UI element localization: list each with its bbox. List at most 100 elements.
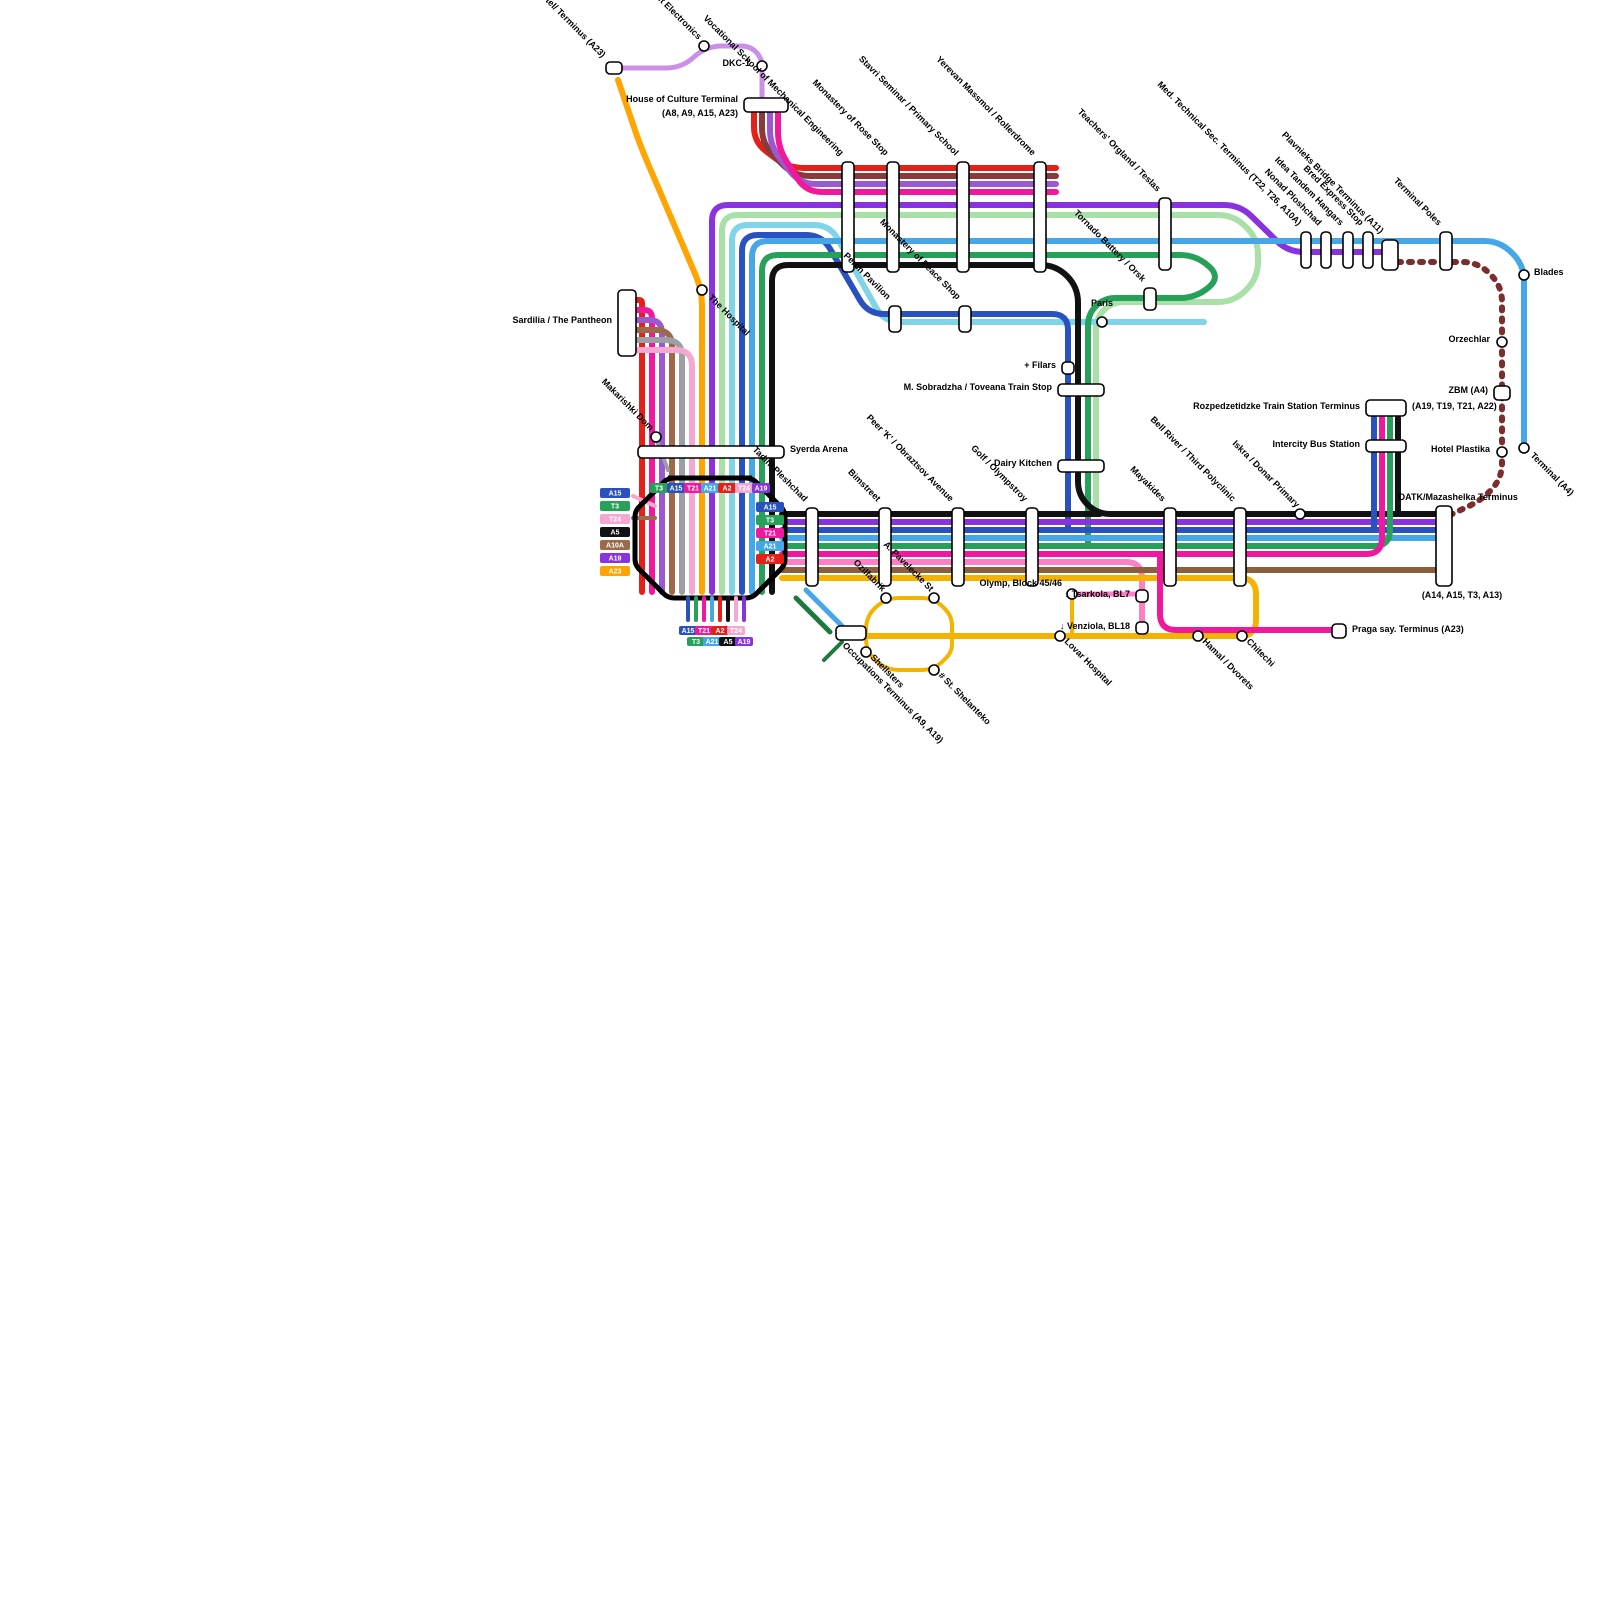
route-tag-label: T24 [738, 486, 750, 493]
station-marker-tick-nonad [1320, 231, 1332, 269]
route-line-dkc-violet [611, 43, 765, 101]
route-tag-label: T24 [609, 517, 621, 524]
station-label: ↓ Venziola, BL18 [1060, 621, 1130, 631]
station-marker-iskra [1294, 508, 1306, 520]
station-marker-tick-bell-river [1233, 507, 1247, 587]
route-tag-label: A19 [609, 556, 622, 563]
station-marker-dkc1 [756, 60, 768, 72]
route-tag-label: A2 [723, 486, 732, 493]
route-tag-T21: T21 [695, 626, 713, 635]
station-marker-oatk [1435, 505, 1453, 587]
station-marker-chitechi [1236, 630, 1248, 642]
station-marker-sardilia [617, 289, 637, 357]
station-marker-riga [605, 61, 623, 75]
station-marker-hotel-plastika [1496, 446, 1508, 458]
station-label: Orzechlar [1448, 334, 1490, 344]
route-line-sard-red [633, 297, 645, 595]
station-label: Terminal (A4) [1529, 450, 1576, 497]
station-marker-sobradzha [1057, 383, 1105, 397]
station-label: Lovar Hospital [1063, 636, 1114, 687]
route-line-pale-loop [719, 212, 1261, 595]
station-label: Peer 'K' / Obraztsov Avenue [865, 412, 956, 503]
station-label: (A14, A15, T3, A13) [1422, 590, 1502, 600]
station-label: (A19, T19, T21, A22) [1412, 401, 1497, 411]
station-label: + Filars [1024, 360, 1056, 370]
route-tag-label: T21 [687, 486, 699, 493]
route-line-brown-dash [1395, 259, 1505, 517]
station-label: Syerda Arena [790, 444, 849, 454]
station-marker-hamal [1192, 630, 1204, 642]
route-tag-A15: A15 [756, 502, 784, 512]
station-label: Sardilia / The Pantheon [512, 315, 612, 325]
station-label: Tornado Battery / Orsk [1072, 208, 1148, 284]
route-tag-label: A21 [764, 544, 777, 551]
route-tag-label: A2 [766, 557, 775, 564]
route-line-cyan-main [729, 222, 1207, 595]
route-tag-label: T3 [655, 486, 663, 493]
station-marker-occupations [835, 625, 867, 641]
station-marker-venziola [1135, 621, 1149, 635]
station-label: Monastery of Rose Stop [811, 78, 891, 158]
route-line-black-loop [769, 262, 1439, 595]
station-marker-syerda-arena [637, 445, 785, 459]
station-marker-house-of-culture [743, 97, 789, 113]
station-label: Paris [1091, 298, 1113, 308]
station-label: (A8, A9, A15, A23) [662, 108, 738, 118]
route-line-occ-sky [803, 587, 845, 629]
station-label: Olymp, Block 45/46 [979, 578, 1062, 588]
route-tag-A5: A5 [600, 527, 630, 537]
route-tag-label: A19 [738, 639, 751, 646]
route-tag-T3: T3 [600, 501, 630, 511]
station-marker-tick-yerevan [1033, 161, 1047, 273]
station-marker-tick-golf [1025, 507, 1039, 587]
station-label: ZBM (A4) [1449, 385, 1489, 395]
station-label: OATK/Mazashelka Terminus [1398, 492, 1518, 502]
station-marker-tick-peer-k [951, 507, 965, 587]
route-tag-label: A15 [682, 628, 695, 635]
station-marker-tick-monastery-shop [958, 305, 972, 333]
route-tag-label: T21 [764, 531, 776, 538]
station-marker-dairy-kitchen [1057, 459, 1105, 473]
station-marker-blades [1518, 269, 1530, 281]
route-tag-label: T24 [730, 628, 742, 635]
route-line-praga-magenta [1157, 551, 1335, 633]
route-line-riga-orange [615, 77, 705, 595]
route-line-ew-green [779, 415, 1393, 549]
station-marker-rednet [698, 40, 710, 52]
station-marker-makarishki [650, 431, 662, 443]
station-label: Chitechi [1245, 636, 1277, 668]
station-marker-tick-mayakides [1163, 507, 1177, 587]
station-marker-praga [1331, 623, 1347, 639]
route-tag-T21: T21 [756, 528, 784, 538]
route-tag-label: T3 [611, 504, 619, 511]
station-label: Rozpedzetidzke Train Station Terminus [1193, 401, 1360, 411]
station-label: Intercity Bus Station [1272, 439, 1360, 449]
station-marker-hospital2 [1054, 630, 1066, 642]
route-line-occ-green [793, 595, 833, 635]
station-label: Teachers' Orgland / Teslas [1076, 107, 1163, 194]
station-marker-the-hospital [696, 284, 708, 296]
station-marker-tick-monastery-stop [886, 161, 900, 273]
route-tag-A15: A15 [667, 483, 685, 493]
route-tag-label: A21 [704, 486, 717, 493]
route-tag-A21: A21 [703, 637, 721, 646]
route-tag-label: A15 [609, 491, 622, 498]
route-tag-A2: A2 [711, 626, 729, 635]
station-label: # St. Shelanteko [937, 670, 994, 727]
station-marker-shelanteko [928, 664, 940, 676]
route-tag-label: A15 [764, 505, 777, 512]
station-marker-tick-idea [1342, 231, 1354, 269]
station-label: M. Sobradzha / Toveana Train Stop [904, 382, 1053, 392]
station-marker-ozilfabrik [880, 592, 892, 604]
station-marker-tick-terminal-poles [1439, 231, 1453, 271]
station-marker-rozpedzetidzke [1365, 399, 1407, 417]
route-line-blue-main [739, 232, 1071, 595]
station-label: Makarishki Dom [600, 377, 656, 433]
route-line-sard-pink [633, 347, 695, 595]
station-marker-plavnieks-terminal [1381, 239, 1399, 271]
station-marker-zbm [1493, 385, 1511, 401]
route-tag-label: A10A [606, 543, 624, 550]
station-marker-tick-vocational [841, 161, 855, 273]
route-tag-label: T21 [698, 628, 710, 635]
